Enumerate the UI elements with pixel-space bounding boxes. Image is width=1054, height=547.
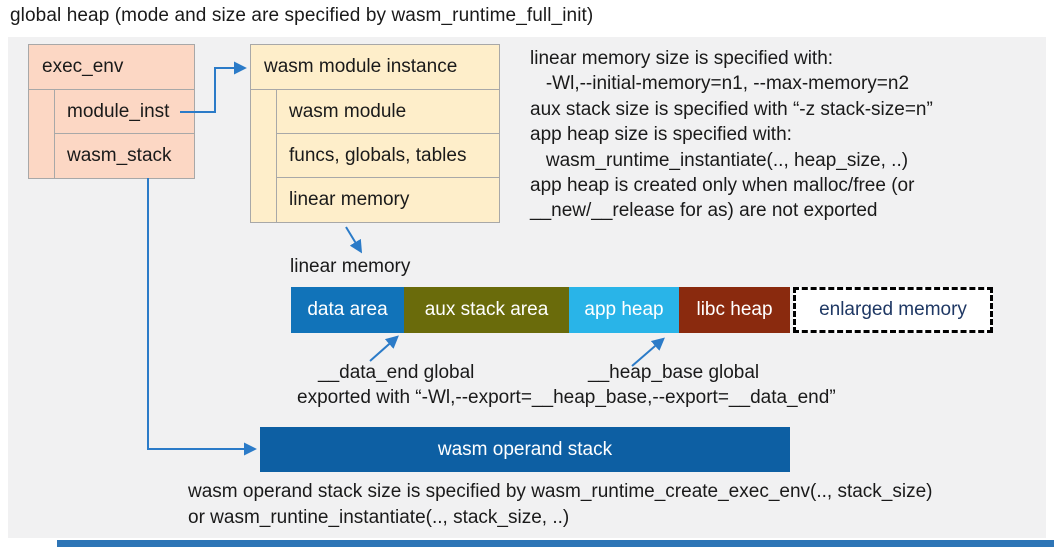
module-field-linear-memory: linear memory <box>289 189 410 210</box>
exec-env-fields: module_inst wasm_stack <box>54 90 194 178</box>
segment-aux-stack-area: aux stack area <box>404 287 569 333</box>
segment-libc-heap: libc heap <box>679 287 790 333</box>
data-end-global-label: __data_end global <box>318 362 475 383</box>
note-line: -Wl,--initial-memory=n1, --max-memory=n2 <box>530 73 910 95</box>
module-instance-fields: wasm module funcs, globals, tables linea… <box>276 90 499 222</box>
note-line: wasm_runtime_instantiate(.., heap_size, … <box>530 149 909 171</box>
module-instance-header: wasm module instance <box>251 45 499 90</box>
segment-enlarged-memory: enlarged memory <box>793 287 993 333</box>
linear-memory-label: linear memory <box>290 256 411 277</box>
page-title: global heap (mode and size are specified… <box>10 5 594 26</box>
exec-env-box: exec_env module_inst wasm_stack <box>28 44 195 179</box>
memory-size-notes: linear memory size is specified with: -W… <box>530 46 1045 224</box>
note-line: app heap is created only when malloc/fre… <box>530 175 915 197</box>
wasm-operand-stack-bar: wasm operand stack <box>260 427 790 472</box>
operand-stack-notes: wasm operand stack size is specified by … <box>188 479 933 530</box>
exec-env-field-wasm-stack: wasm_stack <box>67 145 172 166</box>
heap-base-global-label: __heap_base global <box>588 362 760 383</box>
note-line: or wasm_runtine_instantiate(.., stack_si… <box>188 506 570 528</box>
module-instance-box: wasm module instance wasm module funcs, … <box>250 44 500 223</box>
exec-env-header: exec_env <box>29 45 194 90</box>
segment-app-heap: app heap <box>569 287 679 333</box>
note-line: aux stack size is specified with “-z sta… <box>530 98 933 120</box>
footer-accent-bar <box>57 540 1054 547</box>
note-line: linear memory size is specified with: <box>530 48 834 69</box>
module-field-funcs-globals-tables: funcs, globals, tables <box>277 134 499 178</box>
export-note: exported with “-Wl,--export=__heap_base,… <box>297 387 836 408</box>
segment-data-area: data area <box>291 287 404 333</box>
note-line: wasm operand stack size is specified by … <box>188 481 933 502</box>
linear-memory-bar: data area aux stack area app heap libc h… <box>291 287 993 333</box>
note-line: app heap size is specified with: <box>530 124 792 146</box>
module-field-wasm-module: wasm module <box>277 90 499 134</box>
exec-env-field-module-inst: module_inst <box>55 90 194 134</box>
note-line: __new/__release for as) are not exported <box>530 200 878 222</box>
